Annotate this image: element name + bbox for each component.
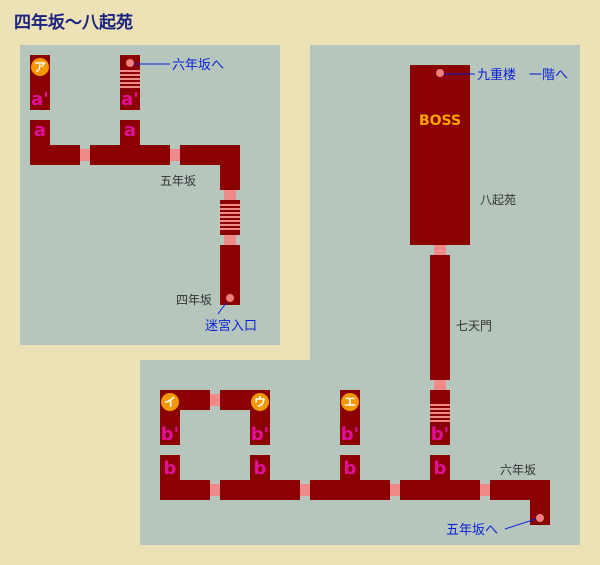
corridor-west-2 [90,145,170,165]
badge-a [31,58,49,76]
boss-label: BOSS [419,113,461,129]
annotation-to-rokunenzaka: 六年坂へ [172,58,224,73]
door-bottom-2 [300,484,310,496]
door-west-2 [170,149,180,161]
marker-a-right: a [124,120,136,141]
door-bottom-4 [480,484,490,496]
marker-b-4: b [434,458,447,479]
room-u [250,410,270,445]
room-boss [410,65,470,245]
door-shichitenmon [434,380,446,390]
to-kuju-ro-point [436,69,444,77]
corridor-bottom-3 [310,480,390,500]
corridor-bottom-5 [490,480,550,500]
door-i-u [210,394,220,406]
badge-i [161,393,179,411]
to-rokunenzaka-point [126,59,134,67]
label-yonenzaka: 四年坂 [176,293,212,307]
room-b-1 [160,455,180,480]
corridor-shichitenmon [430,255,450,380]
door-west-4 [224,235,236,245]
door-boss [434,245,446,255]
badge-i-label: イ [164,395,176,409]
badge-a-label: ア [34,60,46,74]
room-b-4 [430,455,450,480]
corridor-west-4 [220,165,240,190]
annotation-to-kuju-ro: 九重楼 一階へ [477,67,568,83]
marker-b-3: b [344,458,357,479]
stairs-west [220,204,240,230]
to-gonenzaka-point [536,514,544,522]
corridor-bottom-4 [400,480,480,500]
corridor-bottom-2 [220,480,300,500]
marker-b-prime-4: b' [431,424,449,445]
marker-b-1: b [164,458,177,479]
label-gonenzaka: 五年坂 [160,174,196,188]
door-west-1 [80,149,90,161]
door-west-3 [224,190,236,200]
corridor-west-3 [180,145,240,165]
corridor-west-1 [30,145,80,165]
room-i [160,410,180,445]
marker-b-prime-3: b' [341,424,359,445]
corridor-bottom-1 [160,480,210,500]
leader-entrance [217,302,227,315]
entrance-point [226,294,234,302]
floor-panel-west [20,45,280,345]
door-bottom-1 [210,484,220,496]
badge-u [251,393,269,411]
door-bottom-3 [390,484,400,496]
badge-u-label: ウ [254,395,266,409]
marker-b-2: b [254,458,267,479]
stairs-tower-right [120,70,140,88]
marker-b-prime-2: b' [251,424,269,445]
room-b-3 [340,455,360,480]
label-rokunenzaka: 六年坂 [500,463,536,477]
corridor-entrance [220,245,240,305]
badge-e-label: エ [344,395,356,409]
marker-b-prime-1: b' [161,424,179,445]
marker-a-prime-right: a' [121,89,139,110]
annotation-to-gonenzaka: 五年坂へ [446,523,498,538]
room-a-left [30,120,50,145]
map-title: 四年坂〜八起苑 [14,12,133,33]
label-shichitenmon: 七天門 [456,319,492,333]
marker-a-prime-left: a' [31,89,49,110]
room-a-right [120,120,140,145]
annotation-entrance: 迷宮入口 [205,318,257,334]
room-b-2 [250,455,270,480]
marker-a-left: a [34,120,46,141]
label-hachikien: 八起苑 [480,193,516,207]
badge-e [341,393,359,411]
room-exit-gonenzaka [530,500,550,525]
stairs-east [430,404,450,422]
leader-gonenzaka [504,518,537,530]
